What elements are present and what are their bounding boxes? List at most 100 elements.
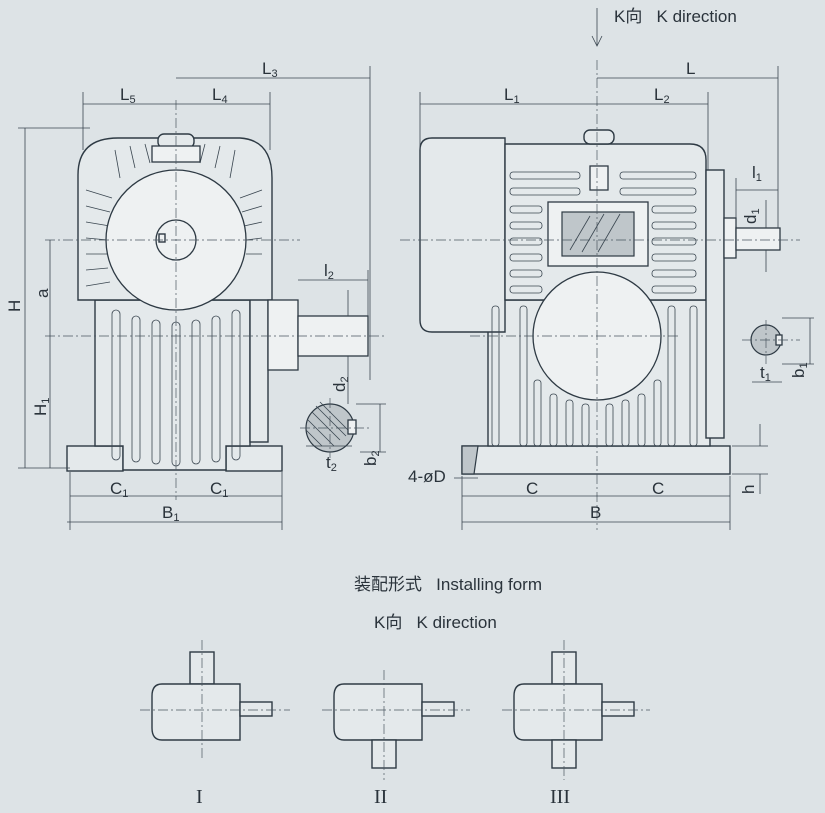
label-d1-main: d — [741, 214, 760, 224]
label-B: B — [590, 504, 601, 521]
label-H: H — [5, 299, 24, 312]
label-C-right: C — [652, 480, 664, 497]
base-plate — [461, 445, 731, 475]
label-B1-main: B — [162, 503, 174, 522]
front-top-boss — [583, 129, 615, 145]
label-d1-sub: 1 — [750, 208, 762, 215]
side-dimensions — [18, 66, 386, 530]
form-II — [322, 670, 470, 780]
installing-title-cn: 装配形式 — [354, 575, 422, 594]
glass-reflection — [569, 213, 621, 253]
label-B-main: B — [590, 503, 602, 522]
front-centerlines — [400, 60, 800, 530]
label-d2-sub: 2 — [339, 376, 351, 383]
label-B1: B1 — [162, 504, 179, 524]
label-a: a — [33, 288, 52, 298]
left-foot — [66, 445, 124, 472]
label-C1-left: C1 — [110, 480, 128, 500]
installing-form-title: 装配形式 Installing form — [354, 570, 542, 595]
label-C-left: C — [526, 480, 538, 497]
shaft-collar — [267, 299, 299, 371]
form-I — [140, 640, 290, 760]
label-L1: L1 — [504, 86, 520, 106]
input-collar — [723, 217, 737, 259]
label-t1-sub: 1 — [764, 372, 771, 384]
label-t1: t1 — [760, 364, 771, 384]
installing-title-en: Installing form — [436, 575, 542, 594]
label-l2: l2 — [324, 262, 334, 282]
header-k-cn: K向 — [614, 7, 643, 26]
label-L3: L3 — [262, 60, 278, 80]
front-slots-left — [509, 171, 581, 294]
label-L-main: L — [686, 59, 696, 78]
label-B1-sub: 1 — [173, 512, 180, 524]
motor-block — [419, 137, 506, 333]
label-h-main: h — [739, 484, 758, 494]
label-H-main: H — [5, 299, 24, 312]
form-II-side-shaft — [421, 701, 455, 717]
label-b2-main: b — [361, 456, 380, 466]
form-I-centerlines — [140, 640, 290, 760]
label-a-main: a — [33, 288, 52, 298]
installing-k-cn: K向 — [374, 613, 403, 632]
front-top-vent — [589, 165, 609, 191]
front-view — [400, 8, 814, 530]
label-t2-sub: 2 — [330, 462, 337, 474]
label-d1: d1 — [741, 208, 762, 224]
end-cap — [705, 169, 725, 439]
form-label-III: III — [550, 786, 570, 808]
label-L: L — [686, 60, 695, 77]
label-l1-main: l — [752, 163, 756, 182]
label-d2-main: d — [330, 382, 349, 392]
sight-glass — [561, 211, 635, 257]
label-t1-main: t — [760, 363, 765, 382]
side-centerlines — [45, 100, 385, 500]
input-shaft — [735, 227, 781, 251]
label-L5-main: L — [120, 85, 130, 104]
installing-k-direction: K向 K direction — [374, 608, 497, 633]
section-hatch — [305, 401, 349, 447]
form-III-side-shaft — [601, 701, 635, 717]
mount-hole — [461, 445, 479, 475]
form-label-II: II — [374, 786, 388, 808]
key-slot — [347, 419, 357, 435]
label-L2: L2 — [654, 86, 670, 106]
form-III-centerlines — [502, 640, 650, 780]
label-H1-sub: 1 — [40, 397, 52, 404]
label-h: h — [739, 484, 758, 494]
label-L5: L5 — [120, 86, 136, 106]
label-b2: b2 — [361, 450, 382, 466]
label-b1-sub: 1 — [798, 362, 810, 369]
label-C-right-main: C — [652, 479, 665, 498]
label-l2-sub: 2 — [327, 270, 334, 282]
label-L5-sub: 5 — [129, 94, 136, 106]
label-L3-main: L — [262, 59, 272, 78]
front-dimensions — [419, 8, 814, 530]
lower-housing — [94, 299, 251, 471]
label-holes: 4-øD — [408, 468, 446, 485]
label-C1-left-sub: 1 — [122, 488, 129, 500]
label-L4-main: L — [212, 85, 222, 104]
installing-forms — [140, 640, 650, 780]
label-l1-sub: 1 — [755, 172, 762, 184]
label-C1-right-sub: 1 — [222, 488, 229, 500]
form-III-body — [513, 683, 603, 741]
label-L1-main: L — [504, 85, 514, 104]
label-L1-sub: 1 — [513, 94, 520, 106]
label-C1-right: C1 — [210, 480, 228, 500]
label-C-left-main: C — [526, 479, 539, 498]
cooling-fins — [85, 143, 263, 287]
form-I-body — [151, 683, 241, 741]
label-L3-sub: 3 — [271, 68, 278, 80]
label-L4-sub: 4 — [221, 94, 228, 106]
header-k-en: K direction — [656, 7, 737, 26]
label-b1: b1 — [789, 362, 810, 378]
front-ribs — [491, 305, 698, 447]
form-II-centerlines — [322, 670, 470, 780]
front-slots-right — [619, 171, 697, 294]
label-holes-main: 4-øD — [408, 467, 446, 486]
label-L2-sub: 2 — [663, 94, 670, 106]
label-L2-main: L — [654, 85, 664, 104]
